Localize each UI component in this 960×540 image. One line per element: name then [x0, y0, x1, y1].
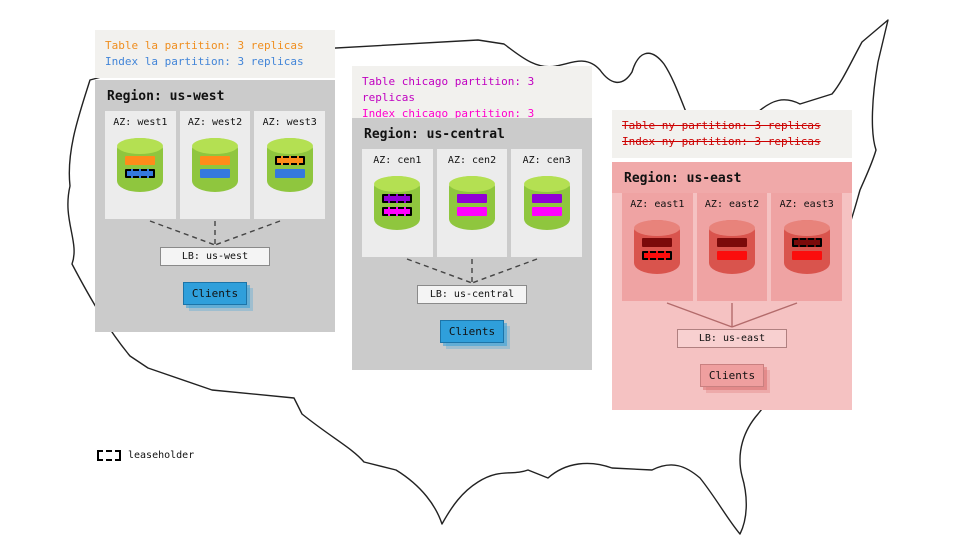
database-cylinder: [634, 220, 681, 274]
table-replica-bar: [791, 238, 822, 247]
table-replica-bar: [457, 194, 487, 203]
az-label: AZ: east1: [630, 199, 685, 210]
index-replica-bar: [382, 207, 413, 216]
region-title: Region: us-east: [612, 162, 852, 193]
region-us-west: Region: us-west AZ: west1 AZ: west2: [95, 80, 335, 332]
az-label: AZ: east2: [704, 199, 760, 210]
database-cylinder: [523, 176, 570, 230]
az-label: AZ: east3: [779, 199, 834, 210]
database-cylinder: [192, 138, 238, 192]
annotation-line-index: Index la partition: 3 replicas: [105, 55, 304, 68]
annotation-line-index: Index ny partition: 3 replicas: [622, 135, 821, 148]
load-balancer-us-west: LB: us-west: [160, 247, 270, 266]
clients-box: Clients: [700, 364, 764, 387]
legend-label: leaseholder: [128, 450, 195, 461]
region-us-east: Region: us-east AZ: east1 AZ: east2: [612, 162, 852, 410]
table-replica-bar: [274, 156, 305, 165]
index-replica-bar: [642, 251, 673, 260]
legend: leaseholder: [97, 450, 194, 461]
index-replica-bar: [200, 169, 230, 178]
database-cylinder: [117, 138, 164, 192]
load-balancer-us-east: LB: us-east: [677, 329, 787, 348]
table-replica-bar: [717, 238, 747, 247]
database-cylinder: [709, 220, 755, 274]
az-box-west2: AZ: west2: [179, 111, 251, 219]
az-box-cen3: AZ: cen3: [511, 149, 583, 257]
region-title: Region: us-west: [107, 89, 225, 104]
az-box-east1: AZ: east1: [622, 193, 693, 301]
az-label: AZ: west2: [187, 117, 243, 128]
az-label: AZ: west1: [113, 117, 168, 128]
connector-lines: [149, 220, 281, 246]
table-replica-bar: [200, 156, 230, 165]
az-box-east2: AZ: east2: [696, 193, 768, 301]
database-cylinder: [266, 138, 313, 192]
az-box-cen2: AZ: cen2: [436, 149, 508, 257]
index-replica-bar: [791, 251, 822, 260]
index-replica-bar: [531, 207, 562, 216]
clients-box: Clients: [440, 320, 504, 343]
database-cylinder: [374, 176, 421, 230]
az-box-west3: AZ: west3: [254, 111, 326, 219]
database-cylinder: [449, 176, 495, 230]
az-box-west1: AZ: west1: [105, 111, 176, 219]
az-box-cen1: AZ: cen1: [362, 149, 433, 257]
az-row: AZ: cen1 AZ: cen2 AZ: ce: [362, 149, 583, 257]
index-replica-bar: [125, 169, 156, 178]
clients-box: Clients: [183, 282, 247, 305]
connector-lines: [406, 258, 538, 284]
annotation-line-table: Table ny partition: 3 replicas: [622, 119, 821, 132]
az-box-east3: AZ: east3: [771, 193, 843, 301]
az-label: AZ: cen2: [447, 155, 497, 166]
load-balancer-us-central: LB: us-central: [417, 285, 527, 304]
leaseholder-swatch-icon: [97, 450, 121, 461]
region-us-central: Region: us-central AZ: cen1 AZ: cen2: [352, 118, 592, 370]
index-replica-bar: [274, 169, 305, 178]
az-label: AZ: west3: [262, 117, 317, 128]
region-title: Region: us-central: [364, 127, 505, 142]
index-replica-bar: [717, 251, 747, 260]
table-replica-bar: [642, 238, 673, 247]
az-row: AZ: west1 AZ: west2 AZ:: [105, 111, 326, 219]
connector-lines: [666, 302, 798, 328]
annotation-line-table: Table chicago partition: 3 replicas: [362, 75, 535, 104]
az-row: AZ: east1 AZ: east2 AZ:: [622, 193, 843, 301]
index-replica-bar: [457, 207, 487, 216]
table-replica-bar: [125, 156, 156, 165]
az-label: AZ: cen1: [373, 155, 422, 166]
az-label: AZ: cen3: [522, 155, 571, 166]
database-cylinder: [783, 220, 830, 274]
table-replica-bar: [531, 194, 562, 203]
annotation-us-west: Table la partition: 3 replicas Index la …: [95, 30, 335, 78]
annotation-line-table: Table la partition: 3 replicas: [105, 39, 304, 52]
table-replica-bar: [382, 194, 413, 203]
annotation-us-east: Table ny partition: 3 replicas Index ny …: [612, 110, 852, 158]
